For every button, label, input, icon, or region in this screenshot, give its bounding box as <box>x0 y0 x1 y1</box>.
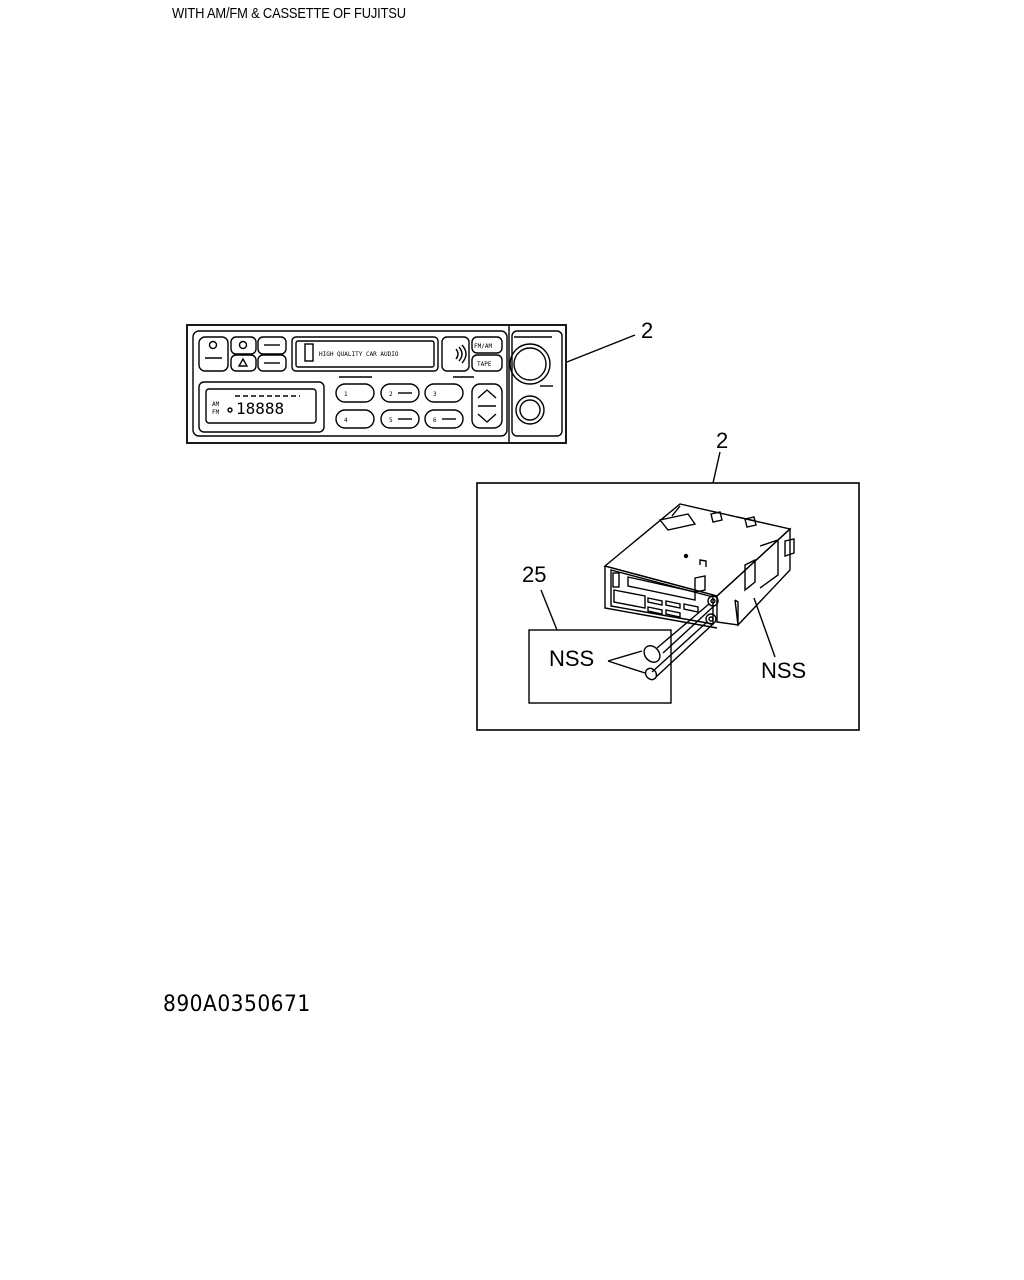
preset-label-2: 2 <box>389 391 393 398</box>
detail-frame <box>476 482 860 731</box>
detached-knob-large <box>643 645 661 663</box>
band-am-label: AM <box>212 401 220 408</box>
radio-chassis-outline <box>186 324 567 444</box>
preset-label-4: 4 <box>344 417 348 424</box>
preset-button-5 <box>380 409 420 429</box>
volume-knob <box>509 343 551 385</box>
frequency-readout: 18888 <box>236 399 284 418</box>
band-fm-label: FM <box>212 409 220 416</box>
page-title: WITH AM/FM & CASSETTE OF FUJITSU <box>172 5 406 22</box>
tape-label: TAPE <box>477 361 492 368</box>
preset-button-3 <box>424 383 464 403</box>
knob-socket-lower <box>705 613 717 625</box>
mode-button <box>441 336 470 372</box>
eject-icon <box>237 357 249 367</box>
leader-line-front <box>566 334 636 363</box>
radio-inner-bezel <box>192 330 508 437</box>
preset-button-4 <box>335 409 375 429</box>
power-button <box>198 336 229 372</box>
lcd-display-frame <box>198 381 325 433</box>
tape-button <box>471 354 503 372</box>
stereo-indicator-icon <box>227 407 233 413</box>
preset-label-6: 6 <box>433 417 437 424</box>
cassette-slot <box>291 336 439 372</box>
lcd-display <box>205 388 317 424</box>
tone-knob <box>515 395 545 425</box>
detached-knob-small <box>644 667 658 681</box>
preset-label-5: 5 <box>389 417 393 424</box>
preset-label-1: 1 <box>344 391 348 398</box>
installation-detail <box>476 482 860 731</box>
catalog-code: 890A0350671 <box>163 992 311 1017</box>
preset-label-3: 3 <box>433 391 437 398</box>
leader-line-side <box>712 451 721 484</box>
radio-front-view <box>186 324 567 444</box>
rewind-button <box>257 336 287 355</box>
leader-line-unit-nss <box>753 597 776 658</box>
cassette-label: HIGH QUALITY CAR AUDIO <box>319 351 399 358</box>
preset-button-1 <box>335 383 375 403</box>
cassette-door-tab <box>304 343 314 362</box>
sound-icon <box>455 344 467 364</box>
chevron-down-icon <box>477 413 497 423</box>
power-knob-icon <box>208 340 218 350</box>
callout-nss-knob: NSS <box>549 646 594 671</box>
balance-button <box>230 354 257 372</box>
preset-button-2 <box>380 383 420 403</box>
chevron-up-icon <box>477 389 497 399</box>
leader-line-25 <box>540 589 558 631</box>
callout-part-2-front: 2 <box>641 318 653 343</box>
eject-button <box>230 336 257 355</box>
fm-am-button <box>471 336 503 354</box>
fastforward-button <box>257 354 287 372</box>
preset-button-6 <box>424 409 464 429</box>
tune-rocker <box>471 383 503 429</box>
fm-am-label: FM/AM <box>474 343 492 350</box>
callout-part-25: 25 <box>522 562 546 587</box>
callout-part-2-side: 2 <box>716 428 728 453</box>
callout-nss-unit: NSS <box>761 658 806 683</box>
nss-knob-box <box>528 629 672 704</box>
